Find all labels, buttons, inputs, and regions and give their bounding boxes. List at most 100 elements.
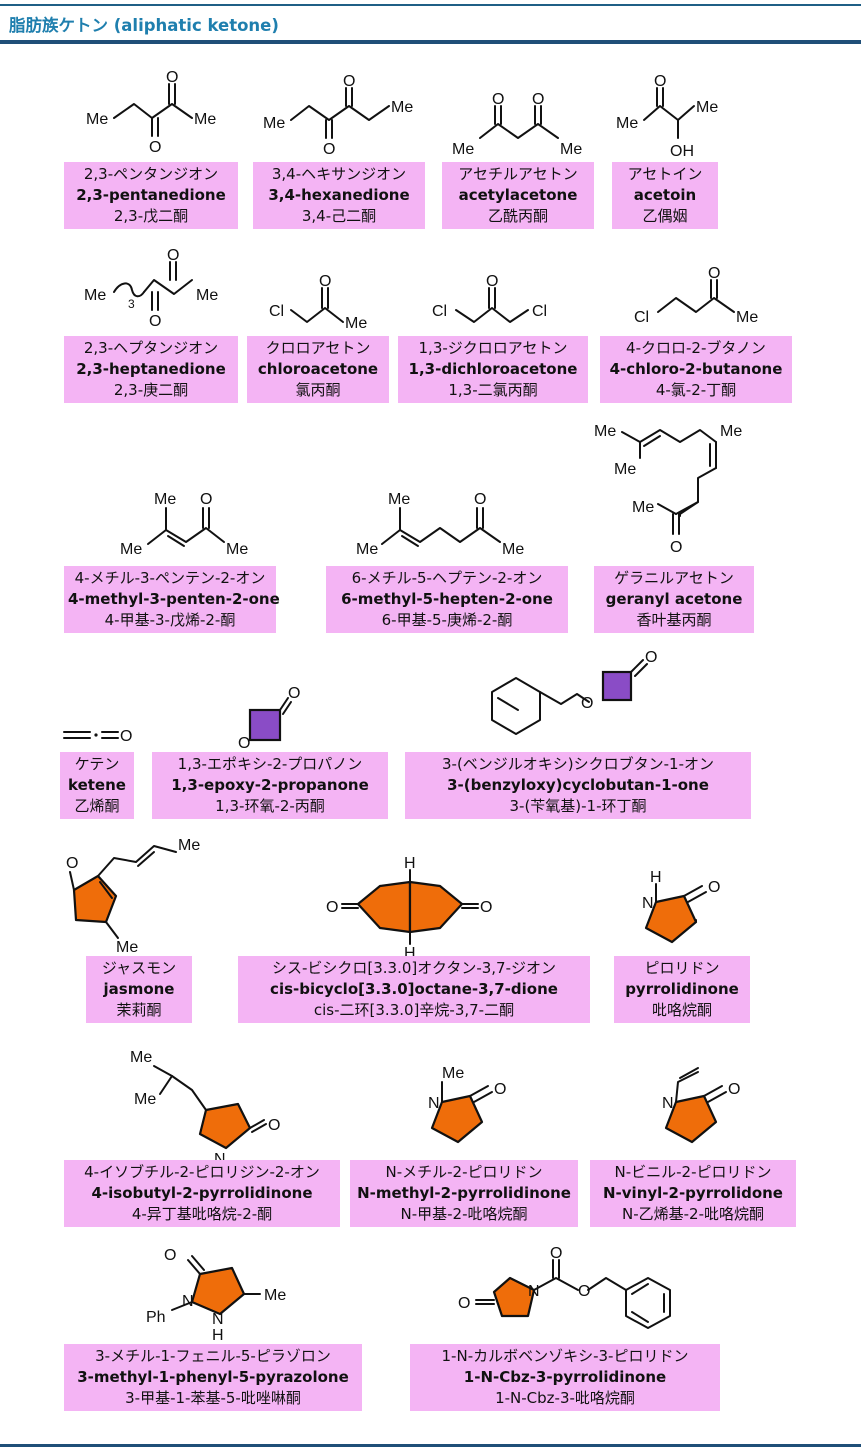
atom-me: Me [560, 141, 582, 158]
atom-h: H [650, 869, 662, 886]
name-zh: 4-氯-2-丁酮 [655, 381, 737, 399]
name-zh: 茉莉酮 [116, 1001, 162, 1019]
atom-n: N [214, 1151, 226, 1168]
compound-1-3-epoxy-2-propanone: O O 1,3-エポキシ-2-プロパノン 1,3-epoxy-2-propano… [152, 678, 392, 830]
name-en: 4-chloro-2-butanone [609, 360, 783, 378]
compound-label: 3,4-ヘキサンジオン 3,4-hexanedione 3,4-己二酮 [253, 162, 425, 229]
atom-me: Me [134, 1091, 156, 1108]
compound-label: アセチルアセトン acetylacetone 乙酰丙酮 [442, 162, 594, 229]
name-zh: 1,3-二氯丙酮 [448, 381, 538, 399]
atom-o: O [578, 1283, 590, 1300]
name-en: ketene [68, 776, 126, 794]
atom-o: O [288, 685, 300, 702]
atom-me: Me [178, 837, 200, 854]
compound-n-methyl-2-pyrrolidinone: Me N O N-メチル-2-ピロリドン N-methyl-2-pyrrolid… [350, 1060, 582, 1227]
structure-pyrrolidinone: H N O [642, 869, 720, 944]
compound-label: アセトイン acetoin 乙偶姻 [612, 162, 718, 229]
compound-label: シス-ビシクロ[3.3.0]オクタン-3,7-ジオン cis-bicyclo[3… [238, 956, 590, 1023]
name-ja: 3-(ベンジルオキシ)シクロブタン-1-オン [441, 755, 715, 773]
name-en: 2,3-heptanedione [76, 360, 226, 378]
structure-methylheptenone: Me Me Me O [356, 491, 524, 558]
name-en: 6-methyl-5-hepten-2-one [341, 590, 553, 608]
atom-o: O [474, 491, 486, 508]
atom-o: O [532, 91, 544, 108]
name-zh: 3,4-己二酮 [301, 207, 377, 225]
atom-o: O [670, 539, 682, 556]
atom-h: H [212, 1327, 224, 1344]
atom-o: O [708, 265, 720, 282]
name-ja: 1-N-カルボベンゾキシ-3-ピロリドン [441, 1347, 689, 1365]
atom-n: N [528, 1283, 540, 1300]
atom-me: Me [194, 111, 216, 128]
atom-oh: OH [670, 143, 694, 160]
atom-me: Me [616, 115, 638, 132]
compound-pyrazolone: O N N H Me Ph 3-メチル-1-フェニル-5-ピラゾロン 3-met… [64, 1246, 364, 1416]
structure-oxetanone: O O [238, 685, 300, 752]
name-ja: 4-クロロ-2-ブタノン [626, 339, 766, 357]
name-zh: 1-N-Cbz-3-吡咯烷酮 [495, 1389, 635, 1407]
atom-me: Me [356, 541, 378, 558]
name-ja: 6-メチル-5-ヘプテン-2-オン [351, 569, 543, 587]
atom-me: Me [388, 491, 410, 508]
compound-4-chloro-2-butanone: Cl Me O 4-クロロ-2-ブタノン 4-chloro-2-butanone… [600, 240, 800, 416]
atom-n: N [428, 1095, 440, 1112]
atom-o: O [343, 73, 355, 90]
compound-label: ケテン ketene 乙烯酮 [60, 752, 134, 819]
structure-3-4-hexanedione: Me Me O O [263, 73, 413, 158]
atom-o: O [708, 879, 720, 896]
name-zh: 2,3-戊二酮 [113, 207, 189, 225]
atom-o: O [167, 247, 179, 264]
structure-nvp: N O [662, 1067, 740, 1144]
name-ja: 2,3-ヘプタンジオン [83, 339, 219, 357]
name-zh: N-乙烯基-2-吡咯烷酮 [621, 1205, 764, 1223]
compound-label: クロロアセトン chloroacetone 氯丙酮 [247, 336, 389, 403]
name-zh: cis-二环[3.3.0]辛烷-3,7-二酮 [313, 1001, 515, 1019]
compound-acetylacetone: Me Me O O アセチルアセトン acetylacetone 乙酰丙酮 [442, 66, 602, 242]
compound-label: 2,3-ペンタンジオン 2,3-pentanedione 2,3-戊二酮 [64, 162, 238, 229]
structure-2-3-pentanedione: Me Me O O [86, 69, 216, 156]
atom-me: Me [632, 499, 654, 516]
compound-label: 6-メチル-5-ヘプテン-2-オン 6-methyl-5-hepten-2-on… [326, 566, 568, 633]
name-ja: 4-メチル-3-ペンテン-2-オン [74, 569, 266, 587]
name-en: N-methyl-2-pyrrolidinone [357, 1184, 571, 1202]
name-en: 3-(benzyloxy)cyclobutan-1-one [447, 776, 709, 794]
atom-h: H [404, 945, 416, 962]
atom-cl: Cl [269, 303, 284, 320]
compound-geranyl-acetone: Me Me Me Me O ゲラニルアセトン geranyl acetone 香… [594, 418, 764, 640]
structure-nmp: Me N O [428, 1065, 506, 1144]
name-zh: N-甲基-2-吡咯烷酮 [400, 1205, 528, 1223]
compound-label: N-ビニル-2-ピロリドン N-vinyl-2-pyrrolidone N-乙烯… [590, 1160, 796, 1227]
atom-me: Me [154, 491, 176, 508]
header-top-rule [0, 4, 861, 6]
atom-o: O [166, 69, 178, 86]
atom-me: Me [264, 1287, 286, 1304]
atom-cl: Cl [432, 303, 447, 320]
compound-jasmone: O Me Me ジャスモン jasmone 茉莉酮 [58, 834, 228, 1036]
compound-6-methyl-5-hepten-2-one: Me Me Me O 6-メチル-5-ヘプテン-2-オン 6-methyl-5-… [326, 478, 574, 640]
name-ja: ゲラニルアセトン [614, 569, 734, 587]
name-ja: N-メチル-2-ピロリドン [385, 1163, 543, 1181]
compound-pyrrolidinone: H N O ピロリドン pyrrolidinone 吡咯烷酮 [612, 862, 762, 1036]
name-zh: 1,3-环氧-2-丙酮 [215, 797, 325, 815]
atom-me: Me [442, 1065, 464, 1082]
name-en: 1,3-epoxy-2-propanone [171, 776, 369, 794]
compound-3-4-hexanedione: Me Me O O 3,4-ヘキサンジオン 3,4-hexanedione 3,… [253, 66, 433, 242]
name-ja: 2,3-ペンタンジオン [83, 165, 219, 183]
atom-me: Me [696, 99, 718, 116]
name-ja: 3,4-ヘキサンジオン [271, 165, 407, 183]
name-zh: 乙偶姻 [642, 207, 688, 225]
name-en: geranyl acetone [605, 590, 743, 608]
compound-label: ジャスモン jasmone 茉莉酮 [86, 956, 192, 1023]
compound-ketene: O ケテン ketene 乙烯酮 [60, 712, 140, 830]
atom-o: O [550, 1245, 562, 1262]
name-en: acetylacetone [458, 186, 578, 204]
compound-label: 1-N-カルボベンゾキシ-3-ピロリドン 1-N-Cbz-3-pyrrolidi… [410, 1344, 720, 1411]
atom-o: O [728, 1081, 740, 1098]
subscript-3: 3 [128, 297, 135, 311]
compound-label: 4-メチル-3-ペンテン-2-オン 4-methyl-3-penten-2-on… [64, 566, 280, 633]
structure-2-3-heptanedione: Me 3 Me O O [84, 247, 218, 330]
name-ja: ケテン [74, 755, 120, 773]
atom-me: Me [720, 423, 742, 440]
name-en: jasmone [103, 980, 175, 998]
atom-n: N [642, 895, 654, 912]
